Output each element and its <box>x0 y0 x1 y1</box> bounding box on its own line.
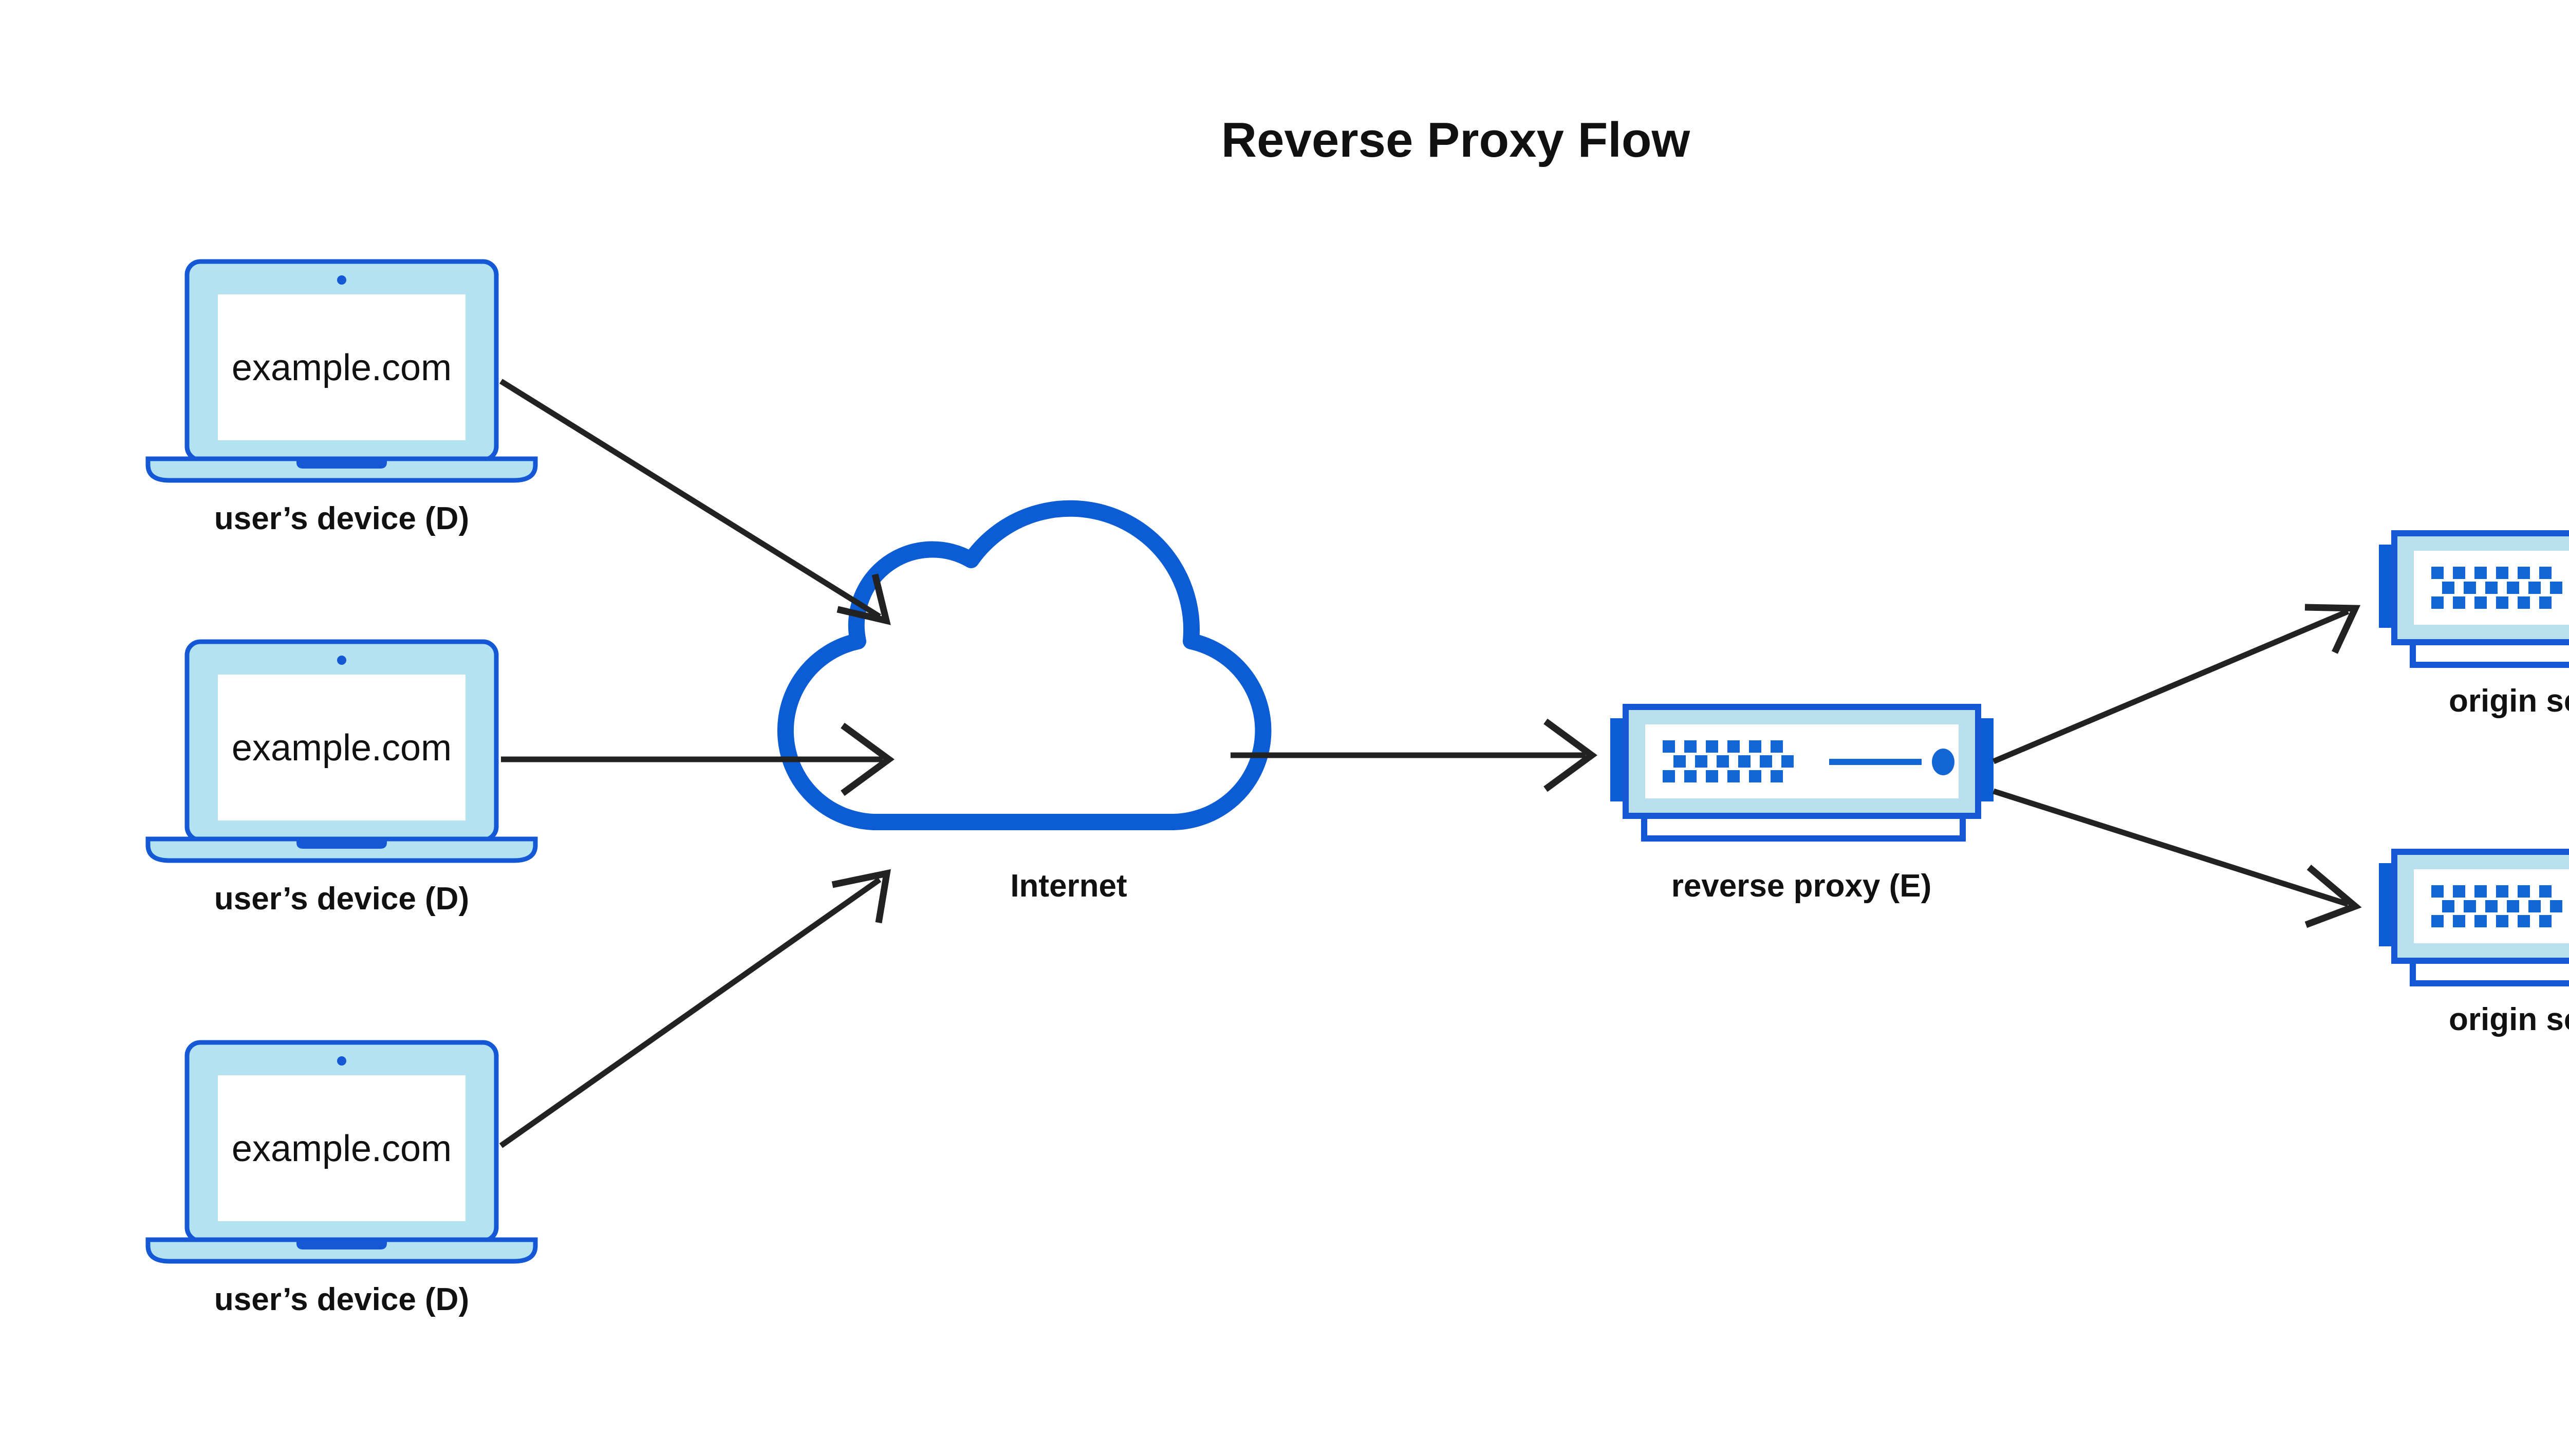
edge-device2-internet <box>501 722 895 796</box>
node-reverse-proxy[interactable]: reverse proxy (E) <box>1610 704 1994 904</box>
server-vent-grid <box>2431 885 2562 927</box>
node-label-reverse-proxy: reverse proxy (E) <box>1671 868 1932 904</box>
server-icon <box>1610 704 1994 842</box>
laptop-camera-icon <box>337 656 346 665</box>
node-label-users-device-1: user’s device (D) <box>214 501 469 536</box>
edge-device1-internet <box>499 379 891 625</box>
laptop-screen-text: example.com <box>232 347 452 388</box>
node-internet[interactable]: Internet <box>777 500 1272 904</box>
laptop-icon <box>145 639 538 863</box>
node-label-origin-server-1: origin server (F) <box>2449 683 2569 719</box>
laptop-icon <box>145 259 538 483</box>
laptop-notch <box>296 1240 387 1249</box>
node-origin-server-2[interactable]: origin server (F) <box>2379 849 2569 1037</box>
edge-proxy-origin2 <box>1993 788 2362 928</box>
laptop-screen <box>218 294 466 440</box>
server-vent-grid <box>1663 740 1794 782</box>
node-users-device-3[interactable]: example.com user’s device (D) <box>145 1040 538 1317</box>
cloud-icon <box>777 500 1272 831</box>
node-origin-server-1[interactable]: origin server (F) <box>2379 530 2569 719</box>
node-label-origin-server-2: origin server (F) <box>2449 1002 2569 1037</box>
laptop-screen-text: example.com <box>232 1128 452 1169</box>
node-users-device-1[interactable]: example.com user’s device (D) <box>145 259 538 536</box>
laptop-screen <box>218 1075 466 1221</box>
laptop-camera-icon <box>337 1056 346 1066</box>
laptop-base <box>145 1237 538 1264</box>
laptop-notch <box>296 839 387 849</box>
laptop-icon <box>145 1040 538 1264</box>
laptop-notch <box>296 459 387 469</box>
page-title: Reverse Proxy Flow <box>1221 113 1690 167</box>
server-status-dot-icon <box>1932 749 1954 775</box>
laptop-base <box>145 456 538 483</box>
node-users-device-2[interactable]: example.com user’s device (D) <box>145 639 538 917</box>
laptop-camera-icon <box>337 275 346 285</box>
node-label-users-device-2: user’s device (D) <box>214 881 469 917</box>
server-vent-grid <box>2431 567 2562 609</box>
laptop-base <box>145 836 538 863</box>
edge-internet-proxy <box>1231 718 1597 792</box>
laptop-screen <box>218 675 466 820</box>
server-icon <box>2379 530 2569 668</box>
edge-device3-internet <box>499 869 891 1148</box>
node-label-internet: Internet <box>1010 868 1127 904</box>
node-label-users-device-3: user’s device (D) <box>214 1282 469 1317</box>
server-icon <box>2379 849 2569 986</box>
edge-proxy-origin1 <box>1992 604 2361 764</box>
laptop-screen-text: example.com <box>232 727 452 769</box>
